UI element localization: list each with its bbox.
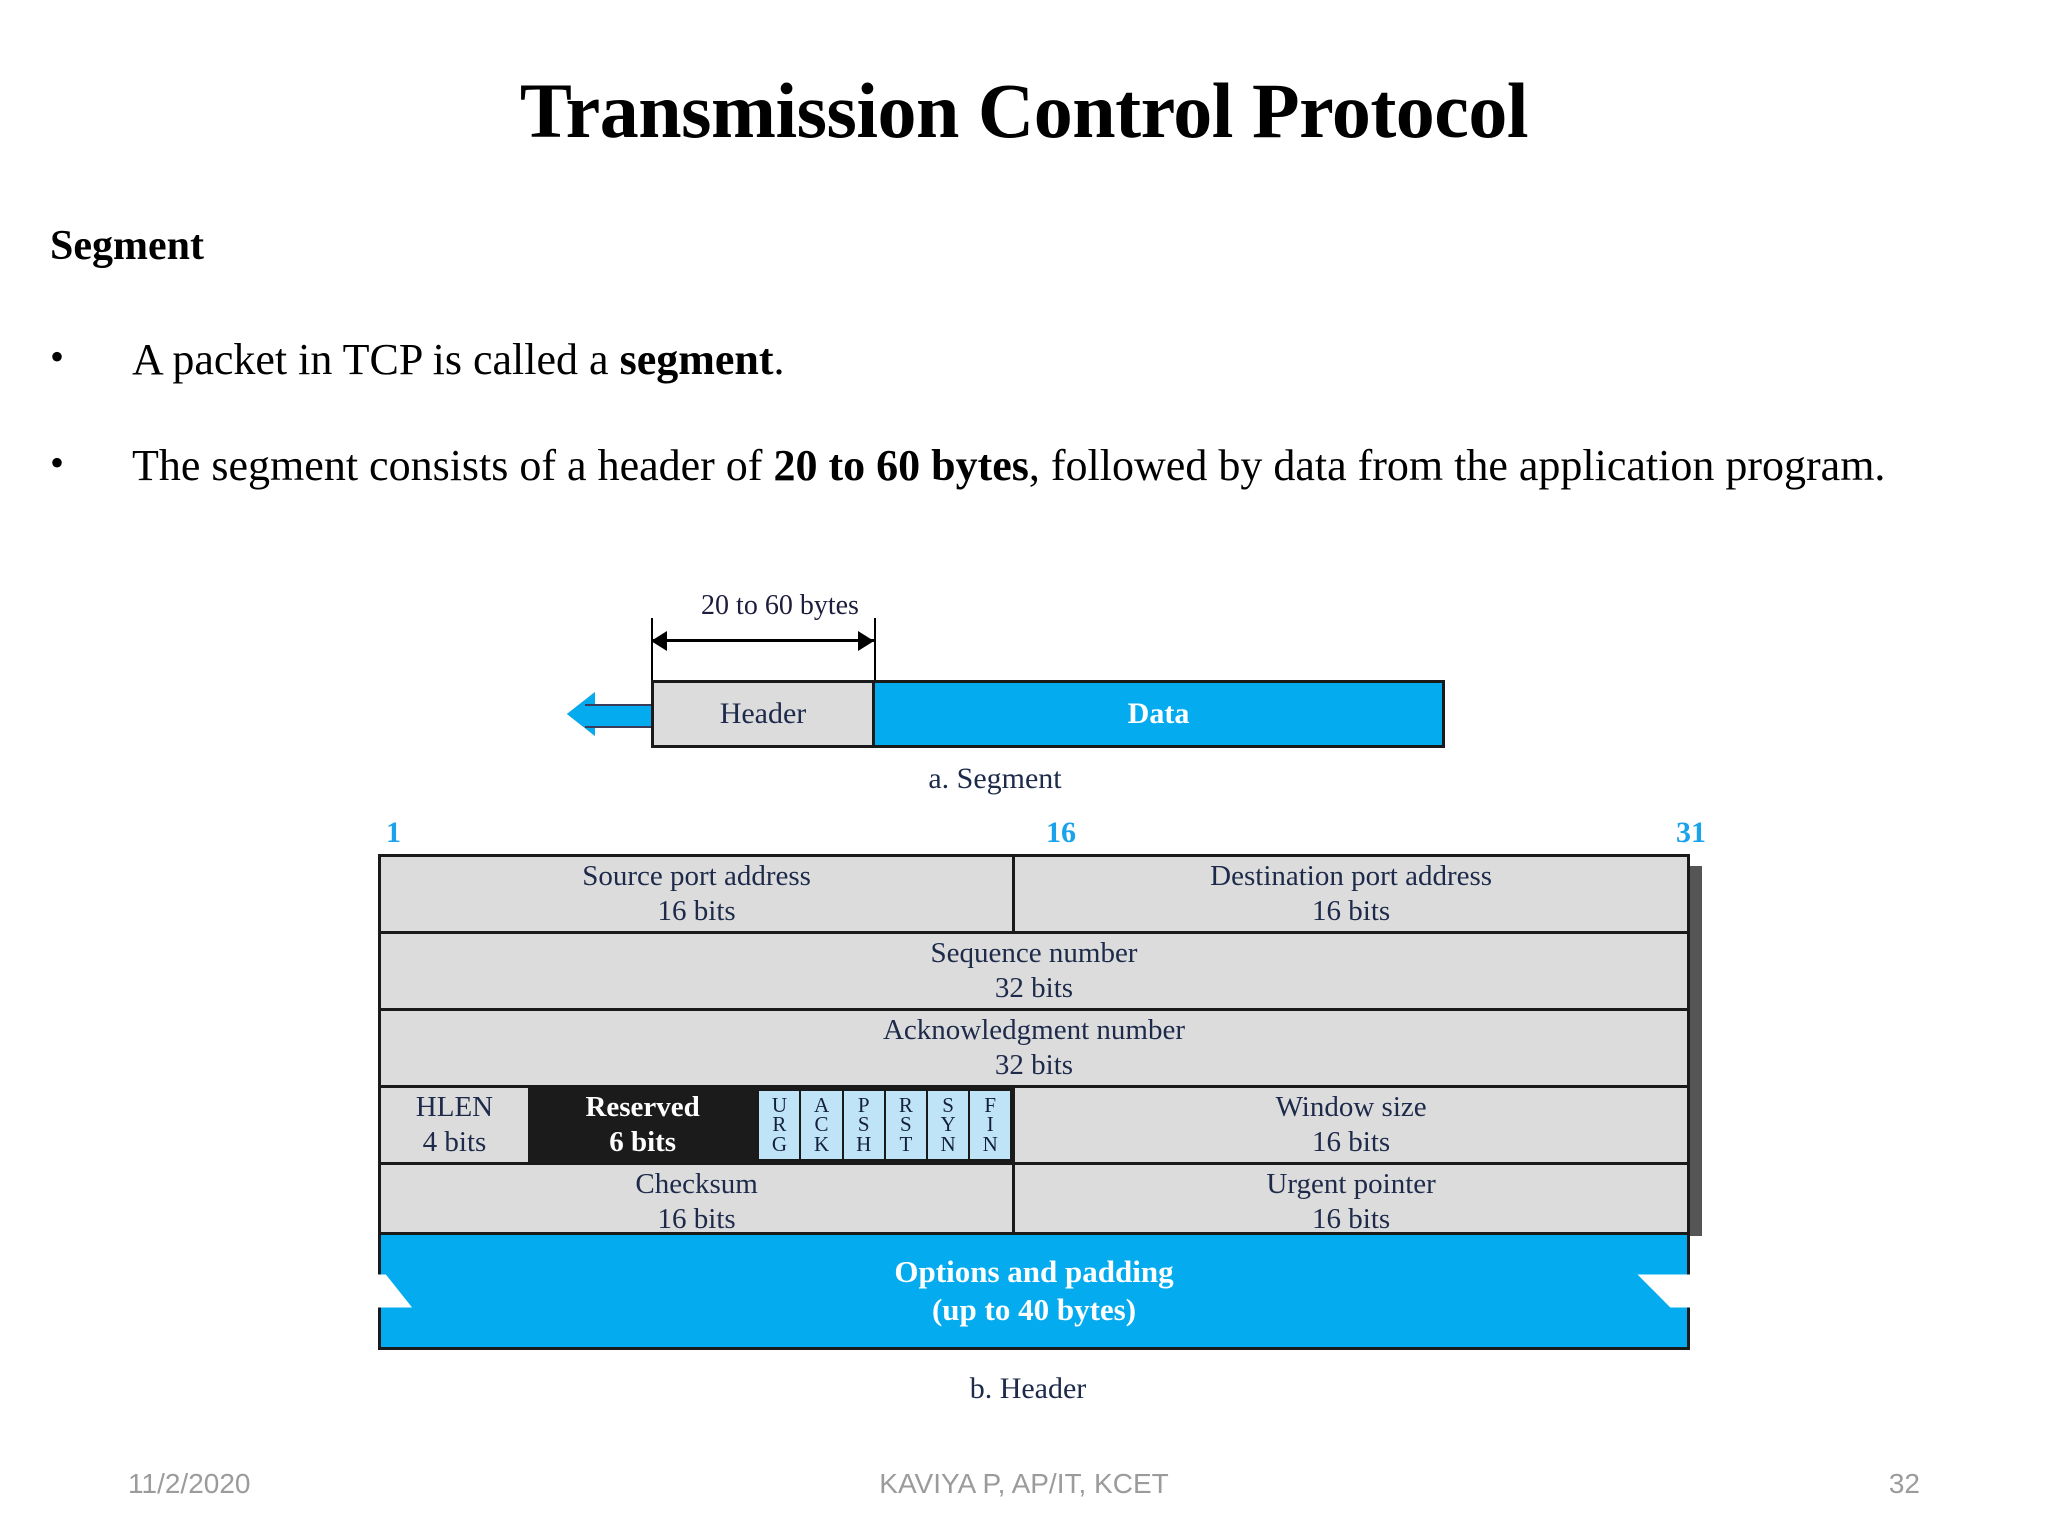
field-size: 6 bits bbox=[609, 1126, 677, 1158]
field-source-port: Source port address 16 bits bbox=[377, 854, 1016, 934]
options-sub: (up to 40 bytes) bbox=[931, 1292, 1137, 1327]
field-size: 32 bits bbox=[994, 972, 1074, 1004]
field-destination-port: Destination port address 16 bits bbox=[1012, 854, 1690, 934]
field-checksum: Checksum 16 bits bbox=[377, 1162, 1016, 1242]
field-urgent-pointer: Urgent pointer 16 bits bbox=[1012, 1162, 1690, 1242]
bullet-item: • The segment consists of a header of 20… bbox=[50, 434, 2020, 498]
field-title: Sequence number bbox=[930, 936, 1138, 969]
segment-data-block: Data bbox=[875, 680, 1445, 748]
bullet-text-suffix: . bbox=[773, 335, 785, 384]
field-title: Window size bbox=[1275, 1090, 1427, 1123]
footer-page-number: 32 bbox=[1888, 1468, 1920, 1499]
dimension-label: 20 to 60 bytes bbox=[701, 590, 859, 621]
bullet-marker-icon: • bbox=[50, 440, 65, 485]
field-title: Acknowledgment number bbox=[882, 1013, 1185, 1046]
field-size: 16 bits bbox=[1312, 895, 1391, 927]
flag-letter: G bbox=[771, 1131, 787, 1156]
flag-letter: N bbox=[982, 1131, 998, 1156]
field-reserved: Reserved 6 bits bbox=[527, 1085, 758, 1165]
field-title: Reserved bbox=[585, 1090, 700, 1123]
bullet-text-suffix: , followed by data from the application … bbox=[1028, 441, 1886, 490]
bullet-marker-icon: • bbox=[50, 334, 65, 379]
dimension-tick-right bbox=[874, 618, 876, 680]
table-row: Acknowledgment number 32 bits bbox=[378, 1008, 1690, 1088]
flag-letter: H bbox=[856, 1131, 872, 1156]
field-size: 16 bits bbox=[657, 895, 736, 927]
bullet-text: A packet in TCP is called a segment. bbox=[132, 328, 2020, 392]
field-title: Source port address bbox=[582, 859, 811, 892]
page-title: Transmission Control Protocol bbox=[519, 67, 1529, 154]
bullet-text-prefix: A packet in TCP is called a bbox=[132, 335, 620, 384]
flag-letter: Y bbox=[940, 1112, 956, 1137]
bullet-text: The segment consists of a header of 20 t… bbox=[132, 434, 2020, 498]
bullet-text-prefix: The segment consists of a header of bbox=[132, 441, 774, 490]
field-sequence-number: Sequence number 32 bits bbox=[378, 931, 1690, 1011]
bullet-text-bold: segment bbox=[619, 335, 774, 384]
bit-marker-middle: 16 bbox=[1046, 816, 1076, 849]
field-size: 16 bits bbox=[1312, 1126, 1391, 1158]
dimension-line bbox=[653, 639, 874, 642]
field-options-and-padding: Options and padding (up to 40 bytes) bbox=[378, 1232, 1690, 1350]
field-size: 16 bits bbox=[657, 1203, 736, 1235]
field-size: 4 bits bbox=[422, 1126, 487, 1158]
footer-attribution: KAVIYA P, AP/IT, KCET bbox=[879, 1468, 1169, 1499]
flag-letter: S bbox=[900, 1112, 912, 1137]
field-size: 16 bits bbox=[1312, 1203, 1391, 1235]
field-title: Urgent pointer bbox=[1266, 1167, 1436, 1200]
bullet-text-bold: 20 to 60 bytes bbox=[773, 441, 1029, 490]
arrow-left-icon bbox=[651, 631, 667, 651]
figure-caption-b: b. Header bbox=[969, 1372, 1087, 1405]
flag-letter: P bbox=[857, 1093, 870, 1118]
slide-footer: 11/2/2020 KAVIYA P, AP/IT, KCET 32 bbox=[0, 1468, 2048, 1512]
flow-arrow-shaft bbox=[585, 704, 655, 728]
footer-date: 11/2/2020 bbox=[128, 1468, 251, 1499]
flag-letter: I bbox=[986, 1112, 994, 1137]
field-size: 32 bits bbox=[994, 1049, 1074, 1081]
table-row: Source port address 16 bits Destination … bbox=[377, 854, 1690, 934]
tcp-header-table: Source port address 16 bits Destination … bbox=[377, 854, 1690, 1242]
flag-letter: N bbox=[940, 1131, 956, 1156]
table-drop-shadow bbox=[1690, 866, 1702, 1236]
bullet-item: • A packet in TCP is called a segment. bbox=[50, 328, 2020, 392]
flag-letter: A bbox=[813, 1093, 830, 1118]
flag-letter: F bbox=[984, 1093, 997, 1118]
flag-letter: S bbox=[942, 1093, 954, 1118]
flag-letter: U bbox=[771, 1093, 787, 1118]
figure-caption-a: a. Segment bbox=[928, 762, 1062, 795]
segment-header-block: Header bbox=[651, 680, 875, 748]
field-title: Destination port address bbox=[1210, 859, 1493, 892]
options-title: Options and padding bbox=[894, 1254, 1174, 1290]
table-row: Sequence number 32 bits bbox=[378, 931, 1690, 1011]
section-heading: Segment bbox=[50, 223, 204, 269]
field-title: HLEN bbox=[415, 1090, 494, 1123]
field-acknowledgment-number: Acknowledgment number 32 bits bbox=[378, 1008, 1690, 1088]
field-hlen: HLEN 4 bits bbox=[377, 1085, 528, 1165]
flag-letter: C bbox=[814, 1112, 829, 1137]
field-title: Checksum bbox=[635, 1167, 758, 1200]
field-window-size: Window size 16 bits bbox=[1012, 1085, 1690, 1165]
flag-letter: T bbox=[899, 1131, 913, 1156]
arrow-right-icon bbox=[858, 631, 874, 651]
flag-letter: R bbox=[898, 1093, 913, 1118]
flag-letter: S bbox=[857, 1112, 870, 1137]
flag-letter: K bbox=[813, 1131, 830, 1156]
bit-marker-end: 31 bbox=[1676, 816, 1706, 849]
flag-letter: R bbox=[772, 1112, 787, 1137]
table-row: Checksum 16 bits Urgent pointer 16 bits bbox=[377, 1162, 1690, 1242]
bit-marker-start: 1 bbox=[386, 816, 401, 849]
